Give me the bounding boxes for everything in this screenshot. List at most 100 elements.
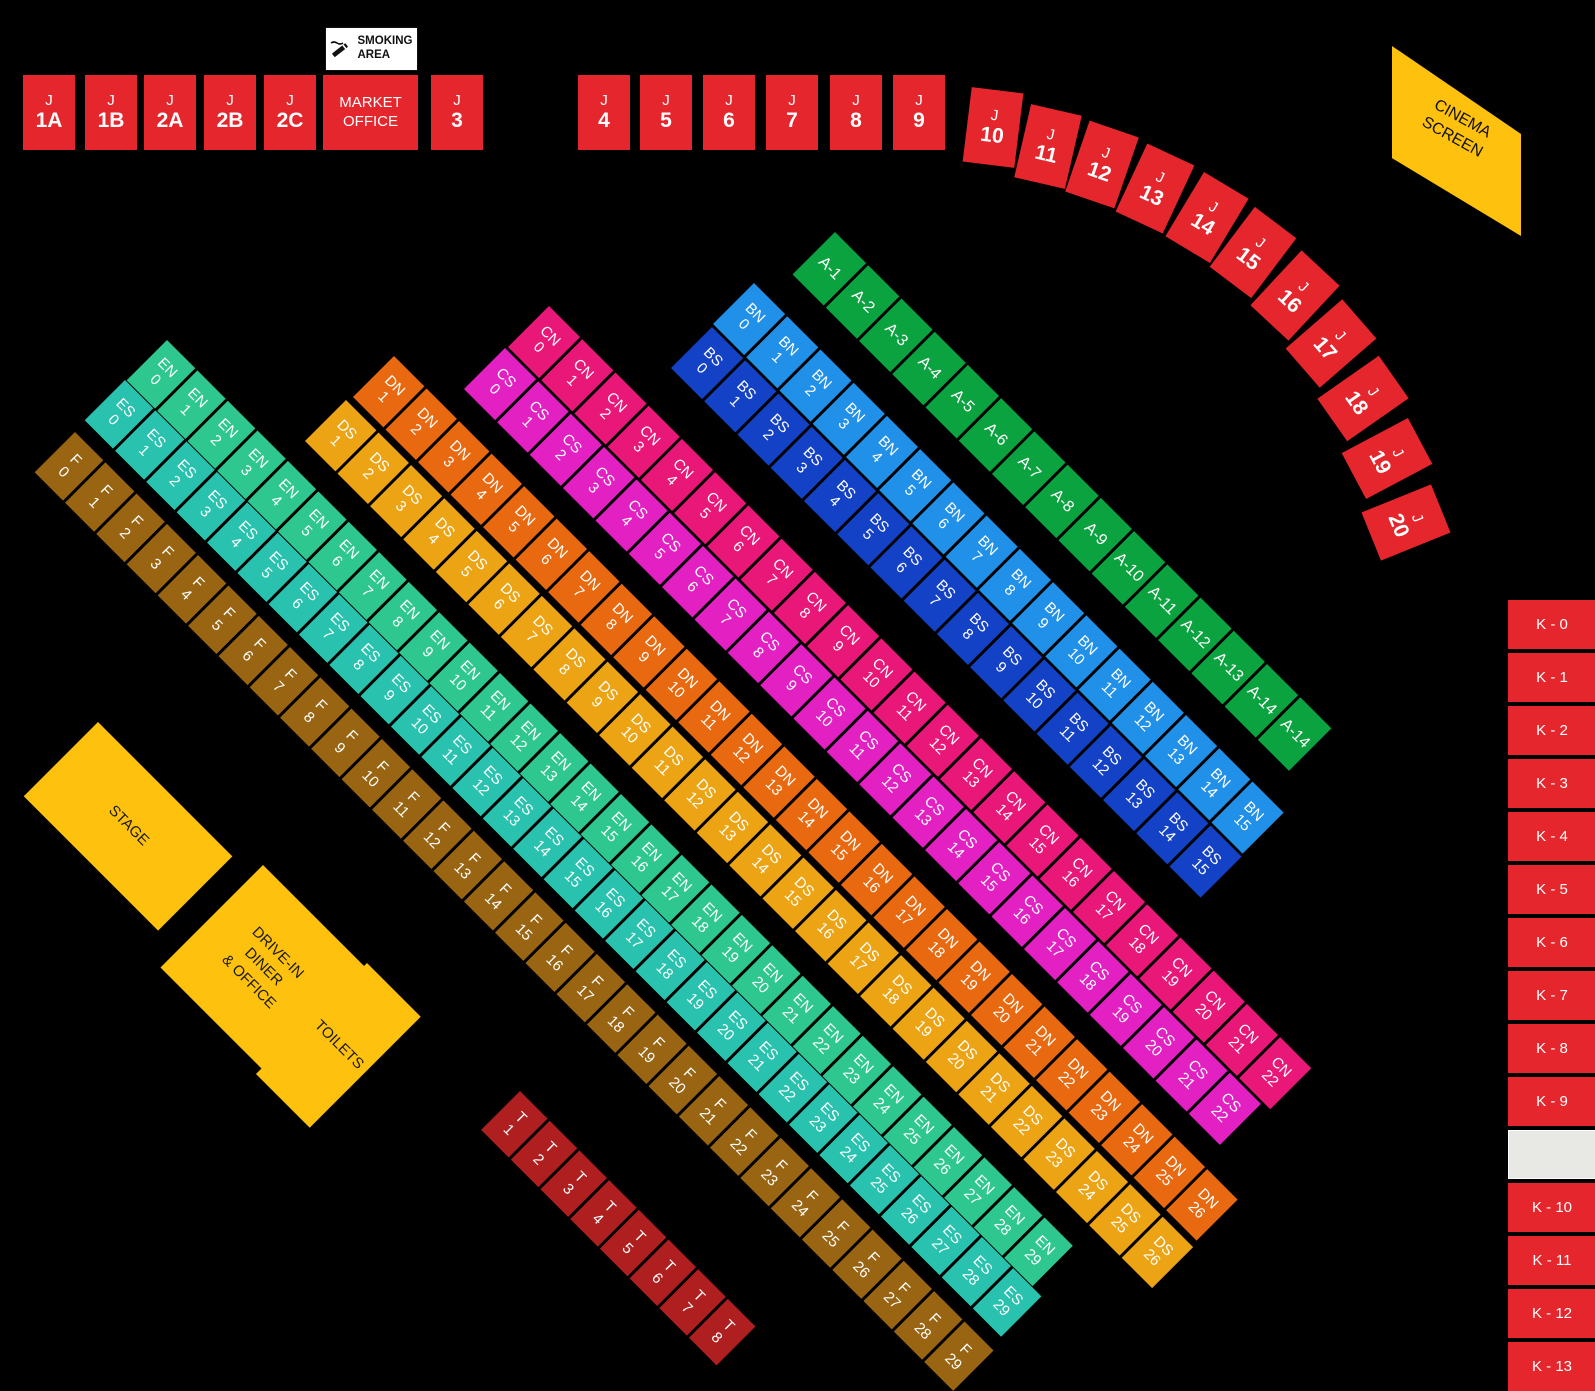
seat-number: 3 bbox=[629, 437, 648, 456]
seat-number: 8 bbox=[749, 643, 768, 662]
seat-number: 8 bbox=[555, 660, 574, 679]
stall-k-5[interactable]: K - 5 bbox=[1508, 865, 1595, 914]
stall-k-0[interactable]: K - 0 bbox=[1508, 600, 1595, 649]
seat-number: 3 bbox=[834, 414, 853, 433]
stall-number: 2B bbox=[216, 109, 244, 133]
market-office-building: MARKET OFFICE bbox=[323, 75, 418, 150]
seat-number: 4 bbox=[424, 530, 443, 549]
seat-number: 3 bbox=[584, 479, 603, 498]
seat-number: 4 bbox=[825, 492, 844, 511]
seat-number: 2 bbox=[407, 420, 426, 439]
seat-number: 9 bbox=[1033, 614, 1052, 633]
stall-k-8[interactable]: K - 8 bbox=[1508, 1024, 1595, 1073]
seat-number: 3 bbox=[559, 1179, 577, 1198]
stall-letter: J bbox=[915, 91, 923, 109]
seat-number: 8 bbox=[602, 615, 621, 634]
stall-k-9[interactable]: K - 9 bbox=[1508, 1077, 1595, 1126]
stall-letter: J bbox=[662, 91, 670, 109]
stall-number: 20 bbox=[1383, 509, 1414, 541]
stall-k-12[interactable]: K - 12 bbox=[1508, 1289, 1595, 1338]
stall-number: 11 bbox=[1032, 140, 1060, 168]
seat-number: 5 bbox=[457, 562, 476, 581]
seat-number: 0 bbox=[104, 410, 123, 429]
smoking-area-sign: SMOKING AREA bbox=[325, 27, 418, 71]
seat-number: 4 bbox=[177, 584, 196, 603]
stall-letter: J bbox=[725, 91, 733, 109]
stall-k-7[interactable]: K - 7 bbox=[1508, 971, 1595, 1020]
seat-number: 4 bbox=[662, 471, 681, 490]
seat-number: 6 bbox=[328, 551, 347, 570]
seat-number: 0 bbox=[54, 462, 73, 481]
seat-number: 7 bbox=[762, 570, 781, 589]
seat-number: 4 bbox=[617, 512, 636, 530]
stall-k-13[interactable]: K - 13 bbox=[1508, 1342, 1595, 1391]
seat-number: 4 bbox=[267, 491, 286, 510]
seat-number: 2 bbox=[596, 404, 615, 423]
stall-k-10[interactable]: K - 10 bbox=[1508, 1183, 1595, 1232]
stall-letter: J bbox=[286, 91, 294, 109]
stall-letter: J bbox=[166, 91, 174, 109]
stall-letter: J bbox=[226, 91, 234, 109]
seat-number: 9 bbox=[330, 738, 349, 757]
seat-number: 9 bbox=[782, 676, 801, 695]
seat-number: 4 bbox=[867, 448, 886, 467]
stall-k-11[interactable]: K - 11 bbox=[1508, 1236, 1595, 1285]
seat-number: 6 bbox=[648, 1268, 667, 1287]
seat-number: 6 bbox=[892, 558, 910, 577]
seat-number: 1 bbox=[135, 440, 154, 459]
seat-number: 7 bbox=[925, 591, 944, 610]
stall-k-3[interactable]: K - 3 bbox=[1508, 759, 1595, 808]
stall-k-2[interactable]: K - 2 bbox=[1508, 706, 1595, 755]
seat-number: 2 bbox=[759, 425, 778, 444]
cinema-screen-label: CINEMA SCREEN bbox=[1419, 96, 1494, 161]
seat-number: 1 bbox=[518, 413, 537, 432]
seat-number: 7 bbox=[677, 1298, 696, 1317]
smoking-area-label: SMOKING AREA bbox=[357, 35, 413, 61]
seat-number: 7 bbox=[967, 547, 986, 566]
stall-number: 5 bbox=[660, 109, 672, 133]
seat-number: 7 bbox=[522, 628, 541, 647]
seat-number: 5 bbox=[650, 545, 669, 563]
seat-number: 8 bbox=[707, 1328, 726, 1347]
seat-number: 5 bbox=[618, 1239, 637, 1257]
seat-number: 0 bbox=[485, 380, 504, 399]
seat-number: 3 bbox=[391, 497, 410, 516]
seat-number: 6 bbox=[489, 595, 508, 614]
stall-number: 13 bbox=[1136, 179, 1168, 211]
stall-number: 6 bbox=[723, 109, 735, 133]
seat-number: 1 bbox=[767, 348, 786, 367]
stall-number: 1A bbox=[35, 109, 63, 133]
stall-k-1[interactable]: K - 1 bbox=[1508, 653, 1595, 702]
seat-number: 2 bbox=[551, 446, 570, 465]
seat-number: 8 bbox=[958, 625, 977, 644]
toilets-label: TOILETS bbox=[310, 1016, 367, 1073]
seat-number: 2 bbox=[116, 523, 134, 542]
stall-number: 12 bbox=[1084, 156, 1115, 187]
stall-k-4[interactable]: K - 4 bbox=[1508, 812, 1595, 861]
seat-number: 9 bbox=[380, 685, 399, 704]
stall-letter: J bbox=[1388, 444, 1408, 460]
seat-number: 6 bbox=[537, 550, 556, 569]
seat-number: 0 bbox=[146, 370, 165, 389]
stall-letter: J bbox=[1045, 124, 1057, 144]
stall-letter: J bbox=[107, 91, 115, 109]
stall-number: 9 bbox=[913, 109, 925, 133]
seat-number: 7 bbox=[318, 624, 337, 643]
seat-number: 5 bbox=[504, 518, 523, 537]
stall-k-6[interactable]: K - 6 bbox=[1508, 918, 1595, 967]
cinema-screen: CINEMA SCREEN bbox=[1392, 46, 1521, 236]
